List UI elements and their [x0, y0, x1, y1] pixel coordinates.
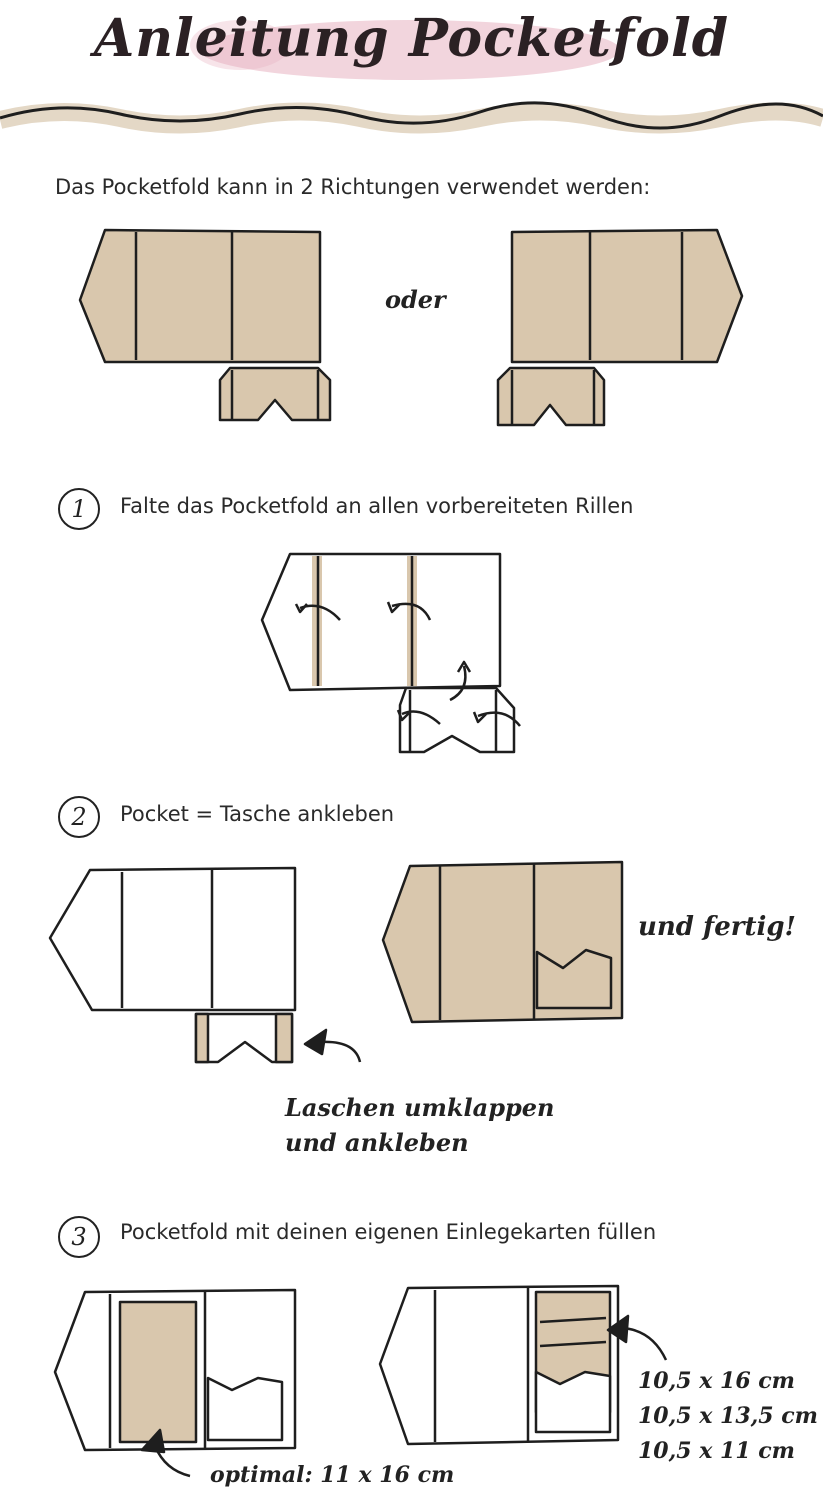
- step2-text: Pocket = Tasche ankleben: [120, 802, 395, 826]
- step2-flat-diagram: [48, 866, 362, 1064]
- step2-number: 2: [58, 796, 100, 838]
- card-size-2: 10,5 x 13,5 cm: [638, 1403, 818, 1429]
- optimal-note: optimal: 11 x 16 cm: [210, 1462, 455, 1488]
- card-size-3: 10,5 x 11 cm: [638, 1438, 795, 1464]
- title-watercolor-splash: [200, 20, 620, 80]
- card-size-1: 10,5 x 16 cm: [638, 1368, 795, 1394]
- pocketfold-right-orientation: [496, 228, 744, 427]
- step3-right-diagram: [378, 1284, 668, 1446]
- step1-number: 1: [58, 488, 100, 530]
- wavy-divider: [0, 101, 823, 130]
- step1-fold-diagram: [260, 552, 521, 754]
- pocketfold-left-orientation: [78, 228, 332, 422]
- or-label: oder: [385, 285, 446, 314]
- page-title: Anleitung Pocketfold: [93, 8, 730, 69]
- finished-label: und fertig!: [638, 912, 796, 942]
- intro-text: Das Pocketfold kann in 2 Richtungen verw…: [55, 175, 651, 199]
- step3-number: 3: [58, 1216, 100, 1258]
- step3-left-diagram: [53, 1288, 297, 1478]
- flaps-note-line2: und ankleben: [285, 1128, 469, 1157]
- step2-finished-diagram: [381, 860, 624, 1024]
- flaps-note-line1: Laschen umklappen: [285, 1093, 555, 1122]
- step1-text: Falte das Pocketfold an allen vorbereite…: [120, 494, 634, 518]
- step3-text: Pocketfold mit deinen eigenen Einlegekar…: [120, 1220, 657, 1244]
